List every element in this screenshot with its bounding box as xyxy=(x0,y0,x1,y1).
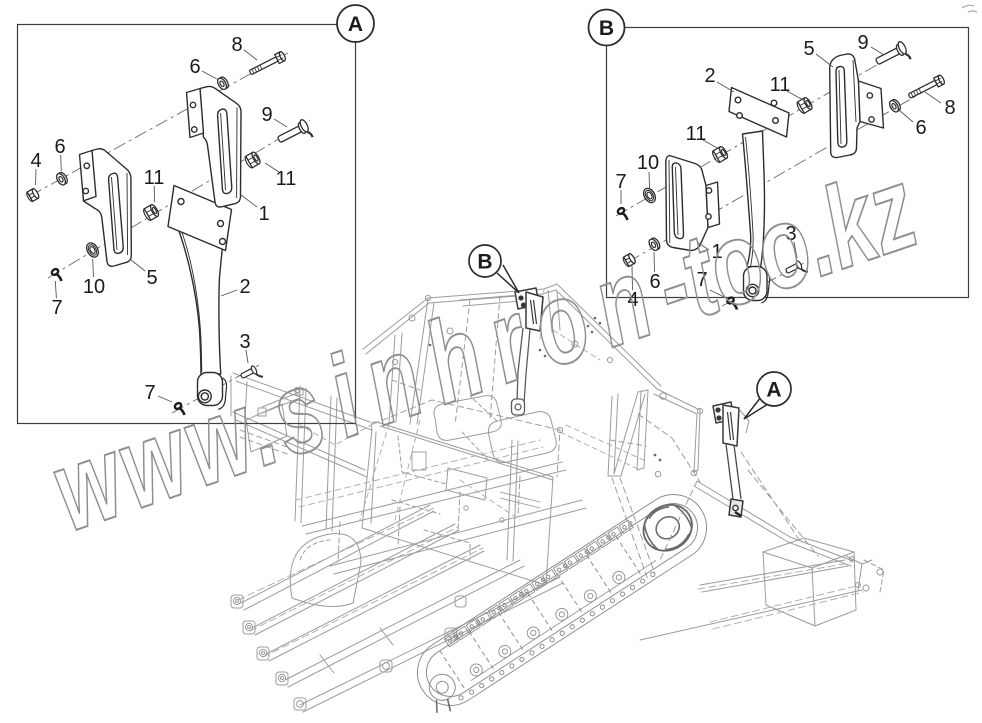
svg-text:6: 6 xyxy=(649,271,660,293)
svg-text:B: B xyxy=(599,17,614,40)
svg-text:B: B xyxy=(477,251,492,274)
svg-text:6: 6 xyxy=(915,117,926,139)
svg-text:3: 3 xyxy=(785,223,796,245)
svg-text:4: 4 xyxy=(627,289,638,311)
svg-text:5: 5 xyxy=(146,267,157,289)
svg-text:7: 7 xyxy=(144,382,155,404)
svg-text:10: 10 xyxy=(637,152,659,174)
svg-text:10: 10 xyxy=(83,276,105,298)
svg-text:9: 9 xyxy=(857,32,868,54)
svg-text:3: 3 xyxy=(239,331,250,353)
svg-text:7: 7 xyxy=(615,171,626,193)
svg-text:9: 9 xyxy=(261,104,272,126)
svg-text:A: A xyxy=(766,379,781,402)
svg-text:8: 8 xyxy=(231,34,242,56)
svg-text:2: 2 xyxy=(239,276,250,298)
svg-text:1: 1 xyxy=(258,203,269,225)
svg-text:6: 6 xyxy=(189,56,200,78)
svg-text:7: 7 xyxy=(696,269,707,291)
svg-text:11: 11 xyxy=(144,167,165,189)
svg-text:11: 11 xyxy=(276,168,297,190)
svg-text:11: 11 xyxy=(686,123,707,145)
svg-text:5: 5 xyxy=(803,38,814,60)
svg-text:A: A xyxy=(348,13,363,36)
svg-text:1: 1 xyxy=(711,241,722,263)
svg-text:2: 2 xyxy=(704,65,715,87)
svg-text:8: 8 xyxy=(944,97,955,119)
svg-text:7: 7 xyxy=(51,297,62,319)
svg-text:4: 4 xyxy=(30,150,41,172)
svg-text:11: 11 xyxy=(770,74,791,96)
svg-text:6: 6 xyxy=(54,136,65,158)
